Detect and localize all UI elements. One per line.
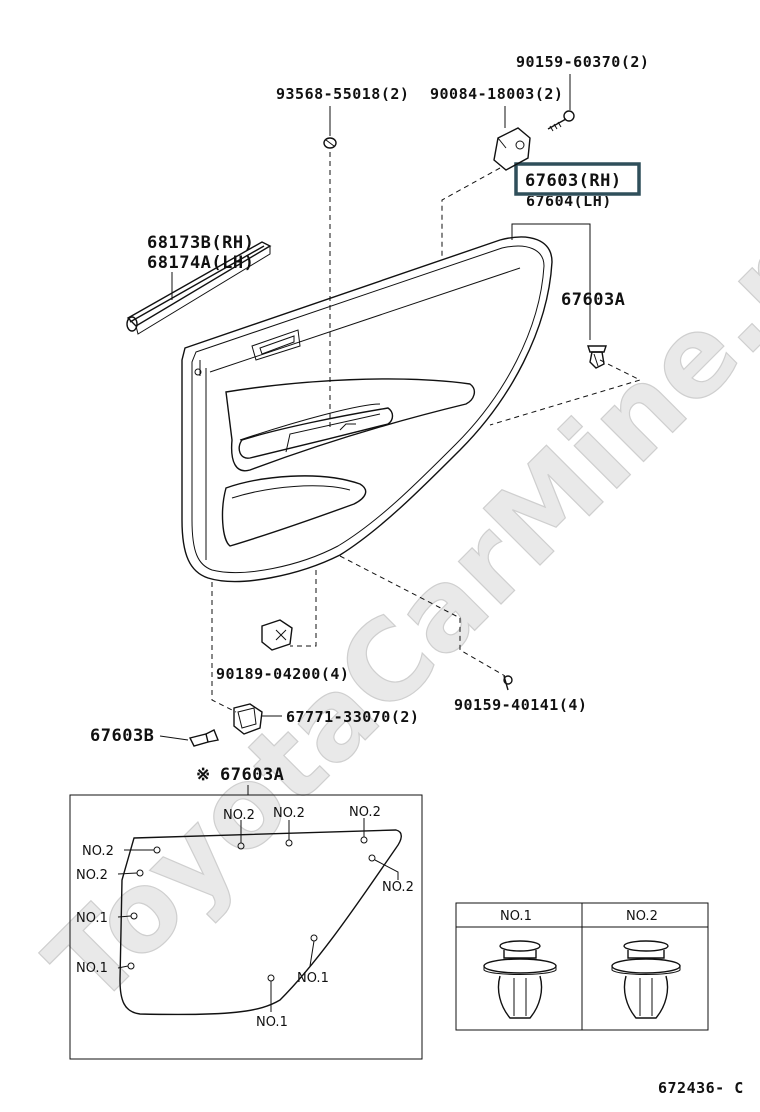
retainer-67771-icon[interactable]: [233, 703, 263, 735]
label-board-rh[interactable]: 67603(RH): [525, 171, 622, 191]
screw-bottom-icon[interactable]: [503, 675, 513, 691]
detail-label-no2-left-2: NO.2: [76, 868, 108, 883]
clip-93568-icon[interactable]: [323, 137, 337, 149]
clip-67603b-icon[interactable]: [188, 729, 219, 747]
weatherstrip-icon[interactable]: [126, 241, 272, 335]
screw-top-icon[interactable]: [547, 110, 575, 132]
detail-leaders: [117, 818, 399, 1012]
clip-67603a-icon[interactable]: [587, 345, 607, 369]
leader-board: [511, 223, 591, 340]
door-trim-board[interactable]: [181, 236, 553, 583]
detail-label-no2-top-3: NO.2: [349, 805, 381, 820]
detail-label-no1-mid: NO.1: [297, 971, 329, 986]
highlight-box: [514, 162, 641, 196]
nut-90189-icon[interactable]: [261, 619, 293, 651]
detail-label-no2-top-2: NO.2: [273, 806, 305, 821]
bracket-icon[interactable]: [493, 127, 531, 171]
dash-board-nut: [290, 570, 317, 647]
label-board-lh[interactable]: 67604(LH): [526, 192, 612, 210]
leader-67603b: [159, 735, 189, 741]
detail-board-outline: [119, 829, 402, 1016]
detail-label-no2-top-1: NO.2: [223, 808, 255, 823]
detail-label-no2-left-1: NO.2: [82, 844, 114, 859]
dash-board-retainer: [211, 582, 237, 713]
detail-mark: ※: [196, 765, 211, 785]
clip-no1-icon: [483, 940, 557, 1019]
label-clip-67603b[interactable]: 67603B: [90, 726, 154, 746]
legend-table: [455, 902, 709, 1031]
detail-label-no2-right: NO.2: [382, 880, 414, 895]
clip-no2-icon: [611, 940, 681, 1019]
label-weatherstrip-lh[interactable]: 68174A(LH): [147, 253, 254, 273]
label-weatherstrip-rh[interactable]: 68173B(RH): [147, 233, 254, 253]
label-retainer-67771[interactable]: 67771-33070(2): [286, 708, 419, 726]
label-screw-top[interactable]: 90159-60370(2): [516, 53, 649, 71]
diagram-code: 672436- C: [658, 1079, 744, 1097]
watermark-text: ToyotaCarMine.ru: [23, 164, 760, 1028]
label-bracket-90084[interactable]: 90084-18003(2): [430, 85, 563, 103]
dash-bracket-board: [441, 167, 501, 258]
label-nut-90189[interactable]: 90189-04200(4): [216, 665, 349, 683]
detail-label-no1-left-2: NO.1: [76, 961, 108, 976]
dash-board-screw: [339, 555, 506, 677]
label-clip-67603a[interactable]: 67603A: [561, 290, 625, 310]
legend-header-no2: NO.2: [626, 909, 658, 924]
detail-frame: [69, 794, 423, 1060]
detail-label-no1-bottom: NO.1: [256, 1015, 288, 1030]
label-clip-93568[interactable]: 93568-55018(2): [276, 85, 409, 103]
label-screw-bottom[interactable]: 90159-40141(4): [454, 696, 587, 714]
detail-label-no1-left-1: NO.1: [76, 911, 108, 926]
detail-title: 67603A: [220, 765, 284, 785]
legend-header-no1: NO.1: [500, 909, 532, 924]
